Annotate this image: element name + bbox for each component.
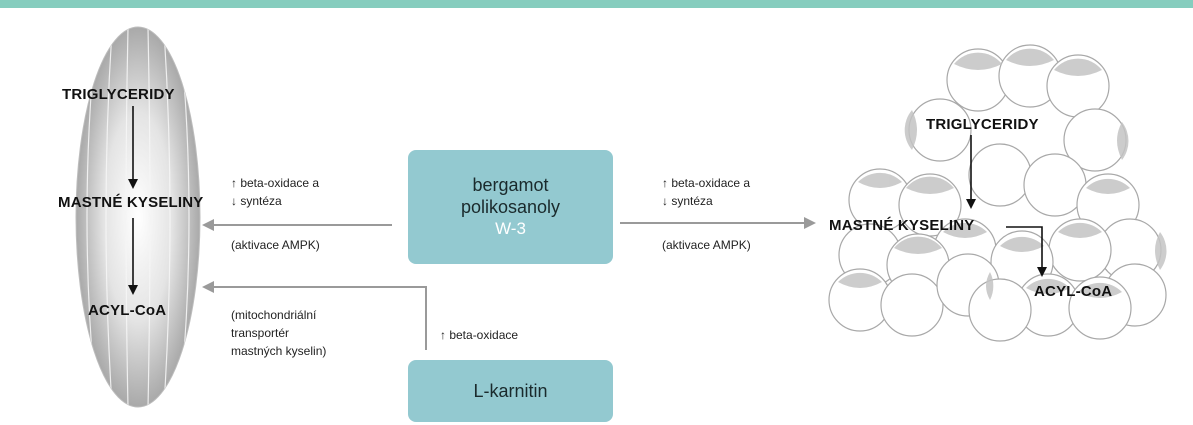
right-ampk-label: (aktivace AMPK) [662, 238, 751, 252]
arrow-carnitine-to-left [202, 281, 427, 350]
top-accent-bar [0, 0, 1193, 8]
left-effect-line1: ↑ beta-oxidace a [231, 176, 320, 190]
right-arrow-fa-to-acyl [1006, 226, 1047, 277]
left-effect-line2: ↓ syntéza [231, 194, 282, 208]
right-effect-line2: ↓ syntéza [662, 194, 713, 208]
bergamot-line1: bergamot [472, 175, 549, 195]
left-label-triglycerides: TRIGLYCERIDY [62, 86, 175, 103]
right-label-fatty-acids: MASTNÉ KYSELINY [829, 217, 975, 234]
left-label-fatty-acids: MASTNÉ KYSELINY [58, 194, 204, 211]
right-label-triglycerides: TRIGLYCERIDY [926, 116, 1039, 133]
bergamot-line3: W-3 [495, 219, 526, 238]
carnitine-box: L-karnitin [408, 360, 613, 422]
transporter-line3: mastných kyselin) [231, 344, 327, 358]
left-cell [75, 26, 201, 408]
bergamot-line2: polikosanoly [460, 197, 561, 217]
left-ampk-label: (aktivace AMPK) [231, 238, 320, 252]
transporter-line1: (mitochondriální [231, 308, 317, 322]
carnitine-label: L-karnitin [473, 381, 548, 401]
right-label-acyl-coa: ACYL-CoA [1034, 283, 1113, 300]
right-effect-line1: ↑ beta-oxidace a [662, 176, 751, 190]
cell-shading [838, 48, 1167, 300]
bergamot-box: bergamot polikosanoly W-3 [408, 150, 613, 264]
carnitine-effect-label: ↑ beta-oxidace [440, 328, 519, 342]
left-label-acyl-coa: ACYL-CoA [88, 302, 167, 319]
transporter-line2: transportér [231, 326, 290, 340]
